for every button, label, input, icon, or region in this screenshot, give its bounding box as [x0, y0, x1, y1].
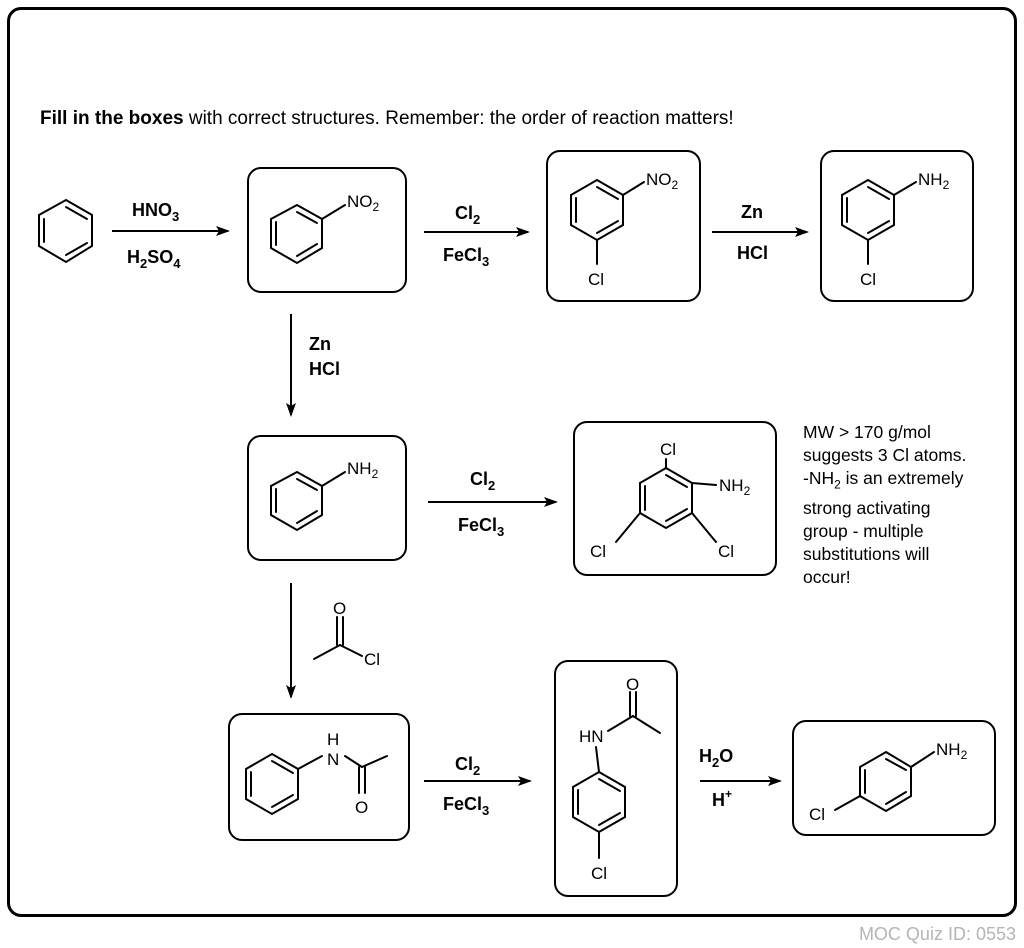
reagent-hcl-2: HCl [309, 359, 340, 379]
trichloroaniline-structure: Cl NH2 Cl Cl [590, 440, 751, 561]
reagent-cl2-2: Cl2 [470, 469, 495, 493]
svg-text:Cl: Cl [660, 440, 676, 459]
box-trichloroaniline [573, 421, 777, 576]
svg-text:HN: HN [579, 727, 604, 746]
note-line-7: occur! [803, 566, 851, 587]
quiz-id-footer: MOC Quiz ID: 0553 [858, 924, 1016, 944]
3-chloronitrobenzene-structure: NO2 Cl [570, 170, 679, 289]
svg-text:Cl: Cl [809, 805, 825, 824]
svg-text:Cl: Cl [590, 542, 606, 561]
box-4-chloroaniline [792, 720, 996, 836]
note-line-3: -NH2 is an extremely [803, 468, 964, 492]
svg-text:NO2: NO2 [347, 192, 380, 214]
svg-text:NH2: NH2 [347, 459, 379, 481]
svg-text:Cl: Cl [364, 650, 380, 669]
svg-text:NH2: NH2 [719, 476, 751, 498]
diagram-frame [7, 7, 1017, 917]
svg-text:NH2: NH2 [936, 740, 968, 762]
note-line-5: group - multiple [803, 520, 924, 541]
reagent-fecl3-2: FeCl3 [458, 515, 504, 539]
note-line-4: strong activating [803, 497, 931, 518]
note-line-6: substitutions will [803, 543, 930, 564]
3-chloroaniline-structure: NH2 Cl [841, 170, 950, 289]
box-aniline [247, 435, 407, 561]
svg-text:O: O [333, 599, 346, 618]
reagent-cl2-3: Cl2 [455, 754, 480, 778]
reagent-fecl3-3: FeCl3 [443, 794, 489, 818]
reagent-hcl-1: HCl [737, 243, 768, 263]
box-4-chloroacetanilide [554, 660, 678, 897]
acetanilide-structure: H N O [245, 730, 388, 817]
nitrobenzene-structure: NO2 [270, 192, 380, 265]
note-line-2: suggests 3 Cl atoms. [803, 445, 967, 465]
benzene-starting [38, 198, 93, 264]
reagent-h2o: H2O [699, 746, 733, 770]
instruction-bold: Fill in the boxes [40, 108, 184, 129]
acetyl-chloride-structure: O Cl [313, 599, 380, 669]
svg-text:O: O [355, 798, 368, 817]
svg-text:NO2: NO2 [646, 170, 679, 192]
svg-text:Cl: Cl [718, 542, 734, 561]
svg-text:Cl: Cl [588, 270, 604, 289]
reagent-cl2-1: Cl2 [455, 203, 480, 227]
svg-text:N: N [327, 750, 339, 769]
box-nitrobenzene [247, 167, 407, 293]
svg-text:Cl: Cl [860, 270, 876, 289]
svg-text:NH2: NH2 [918, 170, 950, 192]
4-chloroaniline-structure: NH2 Cl [809, 740, 968, 824]
svg-text:Cl: Cl [591, 864, 607, 883]
note-line-1: MW > 170 g/mol [803, 422, 931, 442]
box-3-chloronitrobenzene [546, 150, 701, 302]
box-3-chloroaniline [820, 150, 974, 302]
reagent-zn-1: Zn [741, 202, 763, 222]
box-acetanilide [228, 713, 410, 841]
reagent-h2so4: H2SO4 [127, 247, 181, 271]
molecular-weight-note: MW > 170 g/mol suggests 3 Cl atoms. -NH2… [803, 421, 966, 589]
svg-text:H: H [327, 730, 339, 749]
instruction-text: Fill in the boxes with correct structure… [40, 108, 734, 130]
instruction-rest: with correct structures. Remember: the o… [183, 108, 734, 129]
reagent-fecl3-1: FeCl3 [443, 245, 489, 269]
svg-text:O: O [626, 675, 639, 694]
4-chloroacetanilide-structure: O HN Cl [572, 675, 661, 883]
reagent-h-plus: H+ [712, 787, 732, 810]
reagent-zn-2: Zn [309, 334, 331, 354]
reagent-hno3: HNO3 [132, 200, 179, 224]
aniline-structure: NH2 [270, 459, 379, 532]
